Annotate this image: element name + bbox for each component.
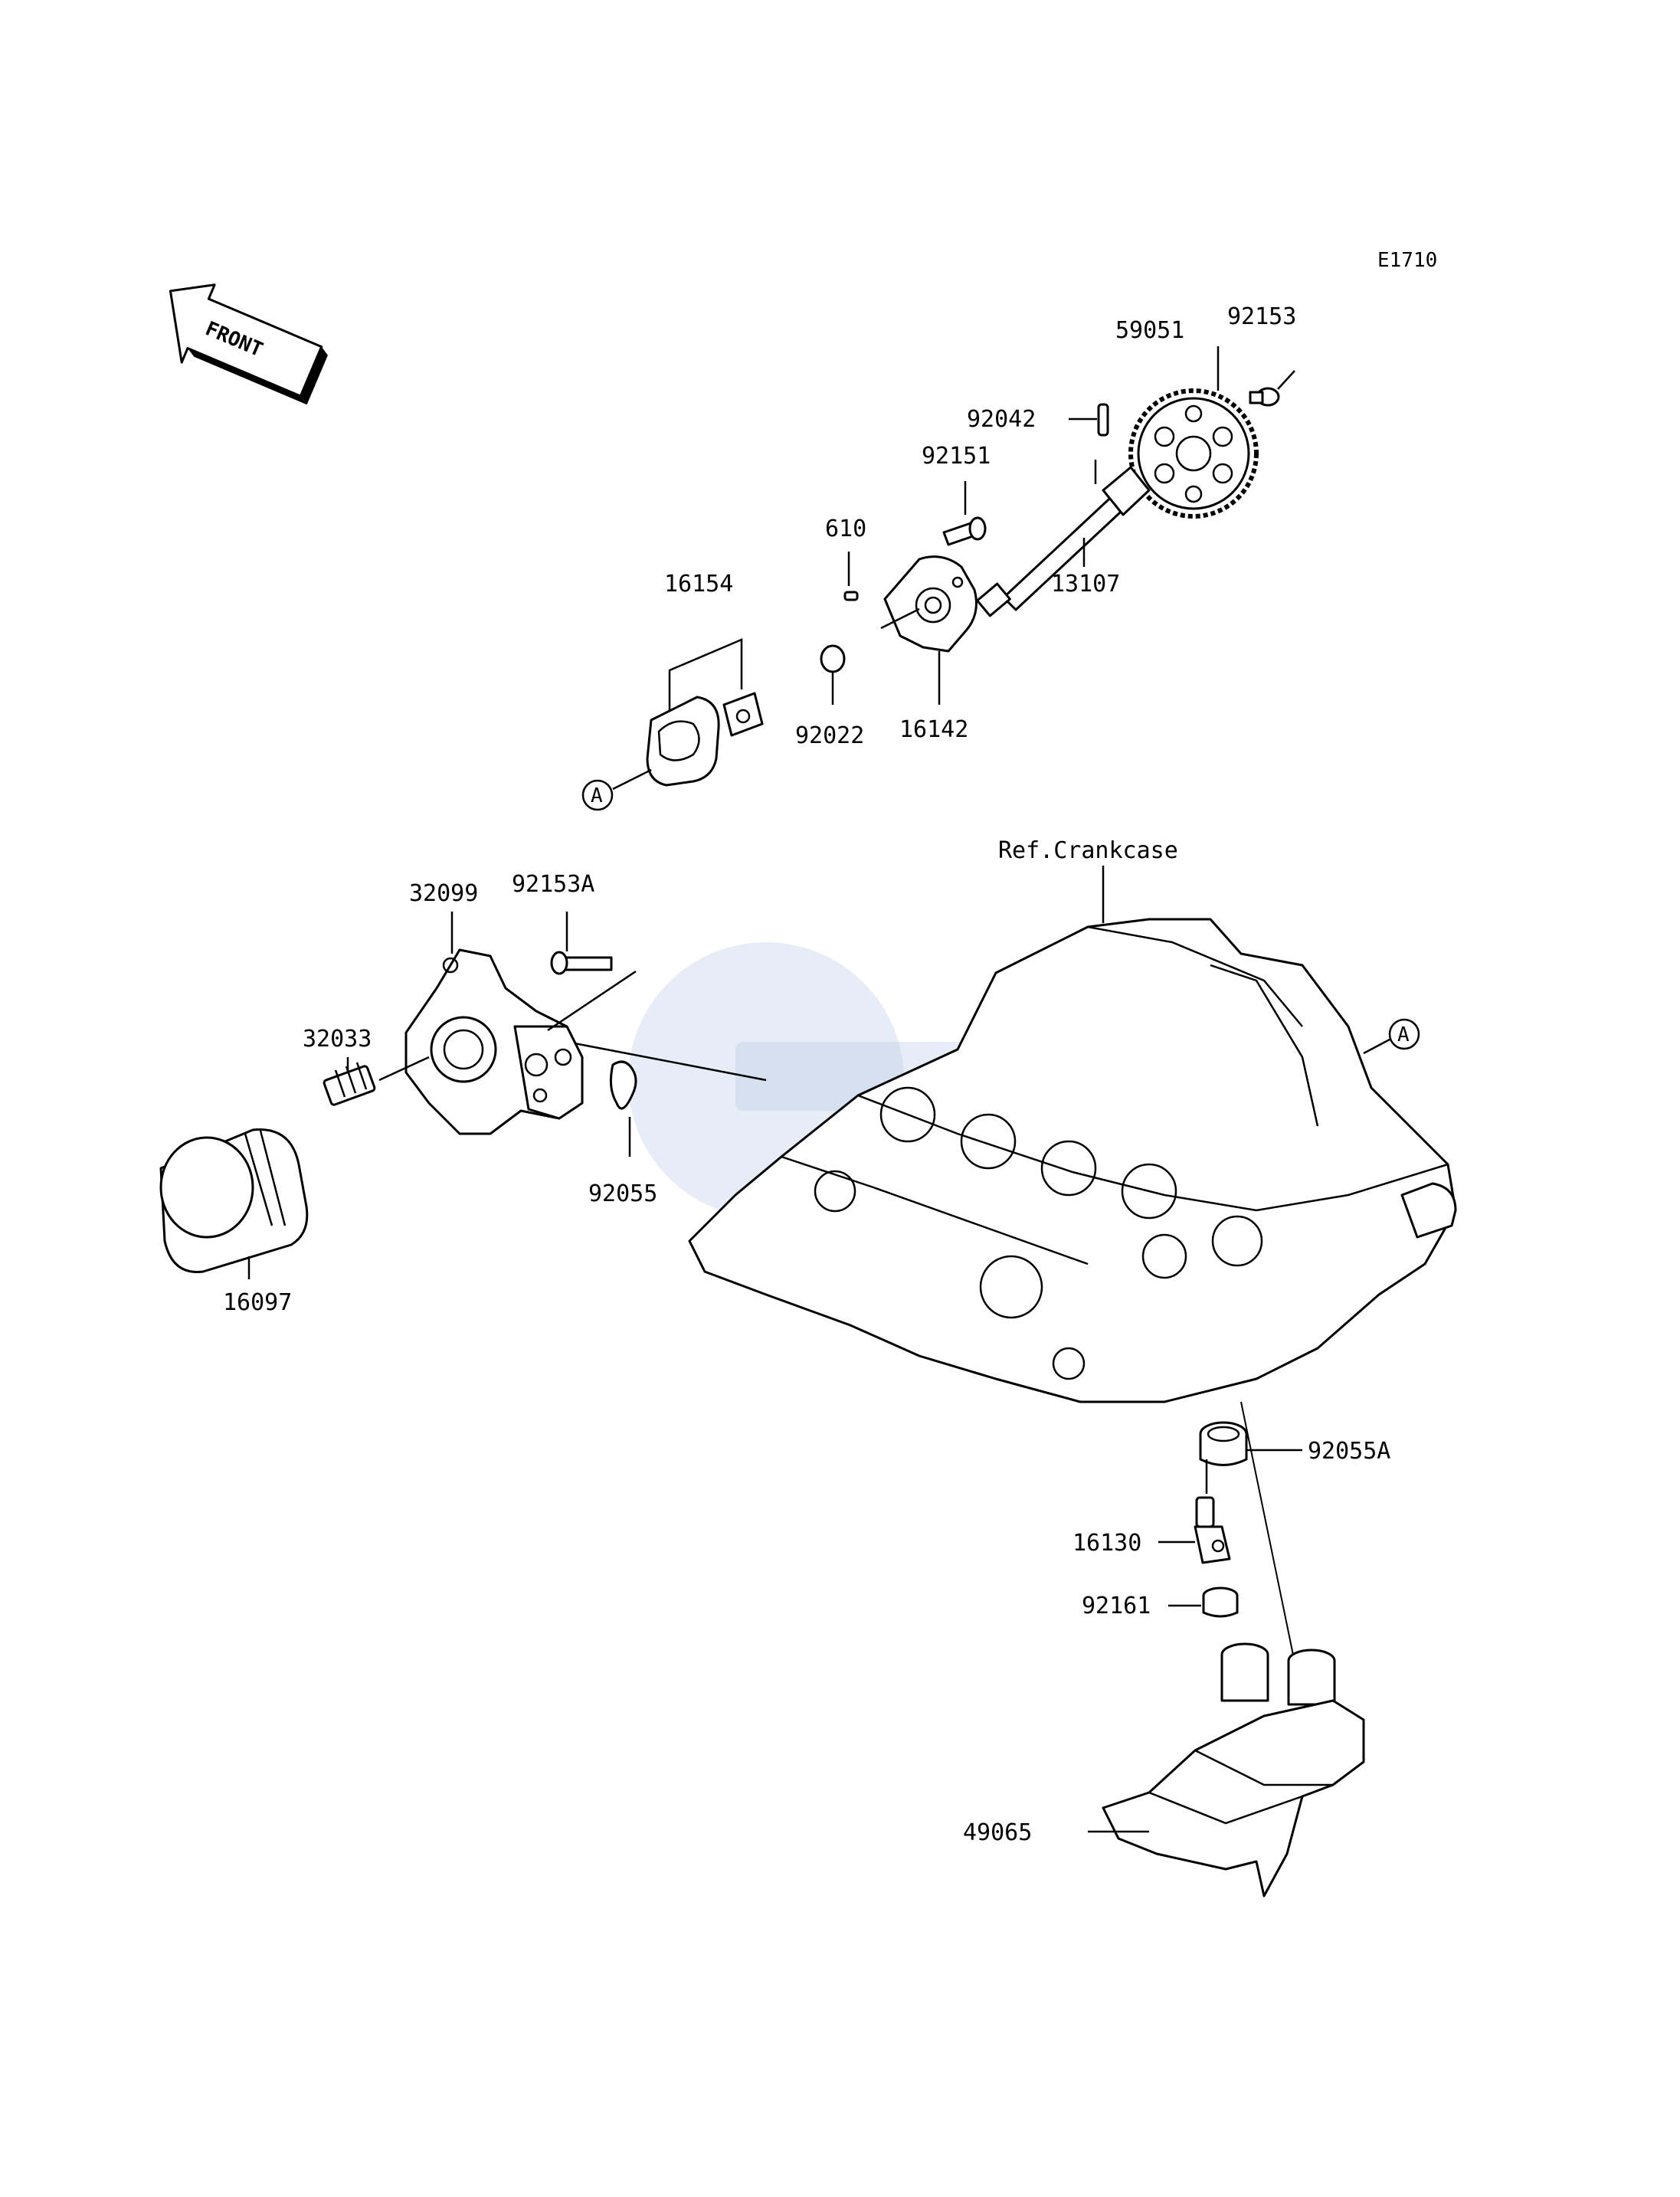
ref-marker-a-right — [1388, 1018, 1420, 1050]
label-49065: 49065 — [963, 1819, 1032, 1846]
part-16130-fitting — [1194, 1496, 1231, 1564]
label-16154: 16154 — [664, 571, 733, 598]
diagram-code: E1710 — [1377, 249, 1437, 272]
label-92153A: 92153A — [512, 871, 594, 898]
part-32033-nipple — [323, 1062, 376, 1106]
ref-marker-a-top — [581, 779, 614, 811]
part-92161-bushing — [1202, 1586, 1239, 1618]
label-610: 610 — [825, 516, 866, 542]
part-16097-oil-filter — [159, 1128, 309, 1273]
ref-marker-a-right-label: A — [1397, 1023, 1410, 1046]
crankcase-reference — [688, 918, 1457, 1403]
label-16097: 16097 — [223, 1289, 292, 1316]
part-92151-bolt — [942, 516, 987, 546]
part-92055A-seal — [1199, 1421, 1248, 1466]
part-92153-bolt — [1249, 387, 1280, 407]
part-32099-filter-housing — [404, 948, 584, 1135]
front-arrow-icon: FRONT — [169, 283, 328, 405]
part-610-dowel — [843, 591, 859, 601]
part-92055-o-ring — [609, 1060, 637, 1110]
label-16142: 16142 — [899, 716, 968, 743]
label-92161: 92161 — [1082, 1593, 1151, 1619]
ref-marker-a-top-label: A — [591, 784, 603, 807]
part-92042-pin — [1097, 403, 1109, 437]
label-13107: 13107 — [1051, 571, 1120, 598]
label-92055: 92055 — [588, 1180, 657, 1207]
label-32033: 32033 — [303, 1026, 372, 1053]
label-16130: 16130 — [1073, 1530, 1141, 1557]
label-92151: 92151 — [922, 443, 991, 470]
part-49065-oil-strainer — [1102, 1642, 1365, 1897]
part-13107-shaft — [976, 466, 1151, 617]
label-92055A: 92055A — [1308, 1438, 1390, 1465]
part-16154-rotor-set — [646, 692, 764, 787]
label-92042: 92042 — [967, 406, 1036, 433]
part-92022-o-ring — [820, 644, 846, 673]
part-92153A-bolt — [550, 951, 613, 975]
part-16142-pump-cover — [883, 555, 978, 653]
part-59051-gear — [1128, 388, 1259, 519]
label-32099: 32099 — [409, 880, 478, 907]
label-92153: 92153 — [1227, 303, 1296, 330]
label-59051: 59051 — [1115, 317, 1184, 344]
label-92022: 92022 — [795, 722, 864, 749]
label-ref-crankcase: Ref.Crankcase — [998, 837, 1178, 864]
